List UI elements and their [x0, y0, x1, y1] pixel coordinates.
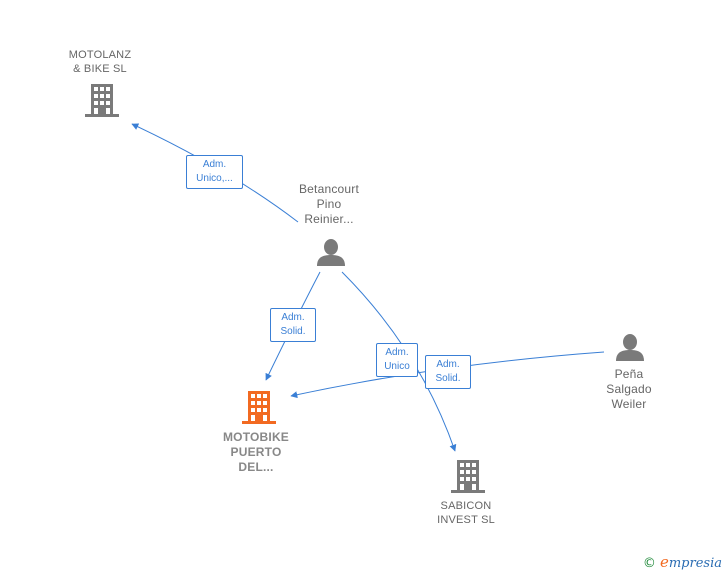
edge-label-betancourt-sabicon[interactable]: Adm. Unico [376, 343, 418, 377]
motolanz-label[interactable]: MOTOLANZ & BIKE SL [68, 49, 132, 75]
sabicon-building-icon[interactable] [451, 460, 485, 493]
pena-label[interactable]: Peña Salgado Weiler [606, 367, 652, 411]
edge-label-betancourt-motobike[interactable]: Adm. Solid. [270, 308, 316, 342]
edge-label-pena-motobike[interactable]: Adm. Solid. [425, 355, 471, 389]
sabicon-label[interactable]: SABICON INVEST SL [437, 500, 495, 526]
brand-name: mpresia [668, 556, 722, 571]
copyright-symbol: © [642, 556, 656, 571]
betancourt-person-icon[interactable] [317, 239, 345, 266]
empresia-logo: © empresia [643, 553, 722, 571]
brand-initial: e [659, 553, 669, 571]
pena-person-icon[interactable] [616, 334, 644, 361]
motobike-building-icon[interactable] [242, 391, 276, 424]
edge-label-betancourt-motolanz[interactable]: Adm. Unico,... [186, 155, 243, 189]
betancourt-label[interactable]: Betancourt Pino Reinier... [298, 182, 360, 226]
motobike-label[interactable]: MOTOBIKE PUERTO DEL... [222, 430, 290, 474]
motolanz-building-icon[interactable] [85, 84, 119, 117]
